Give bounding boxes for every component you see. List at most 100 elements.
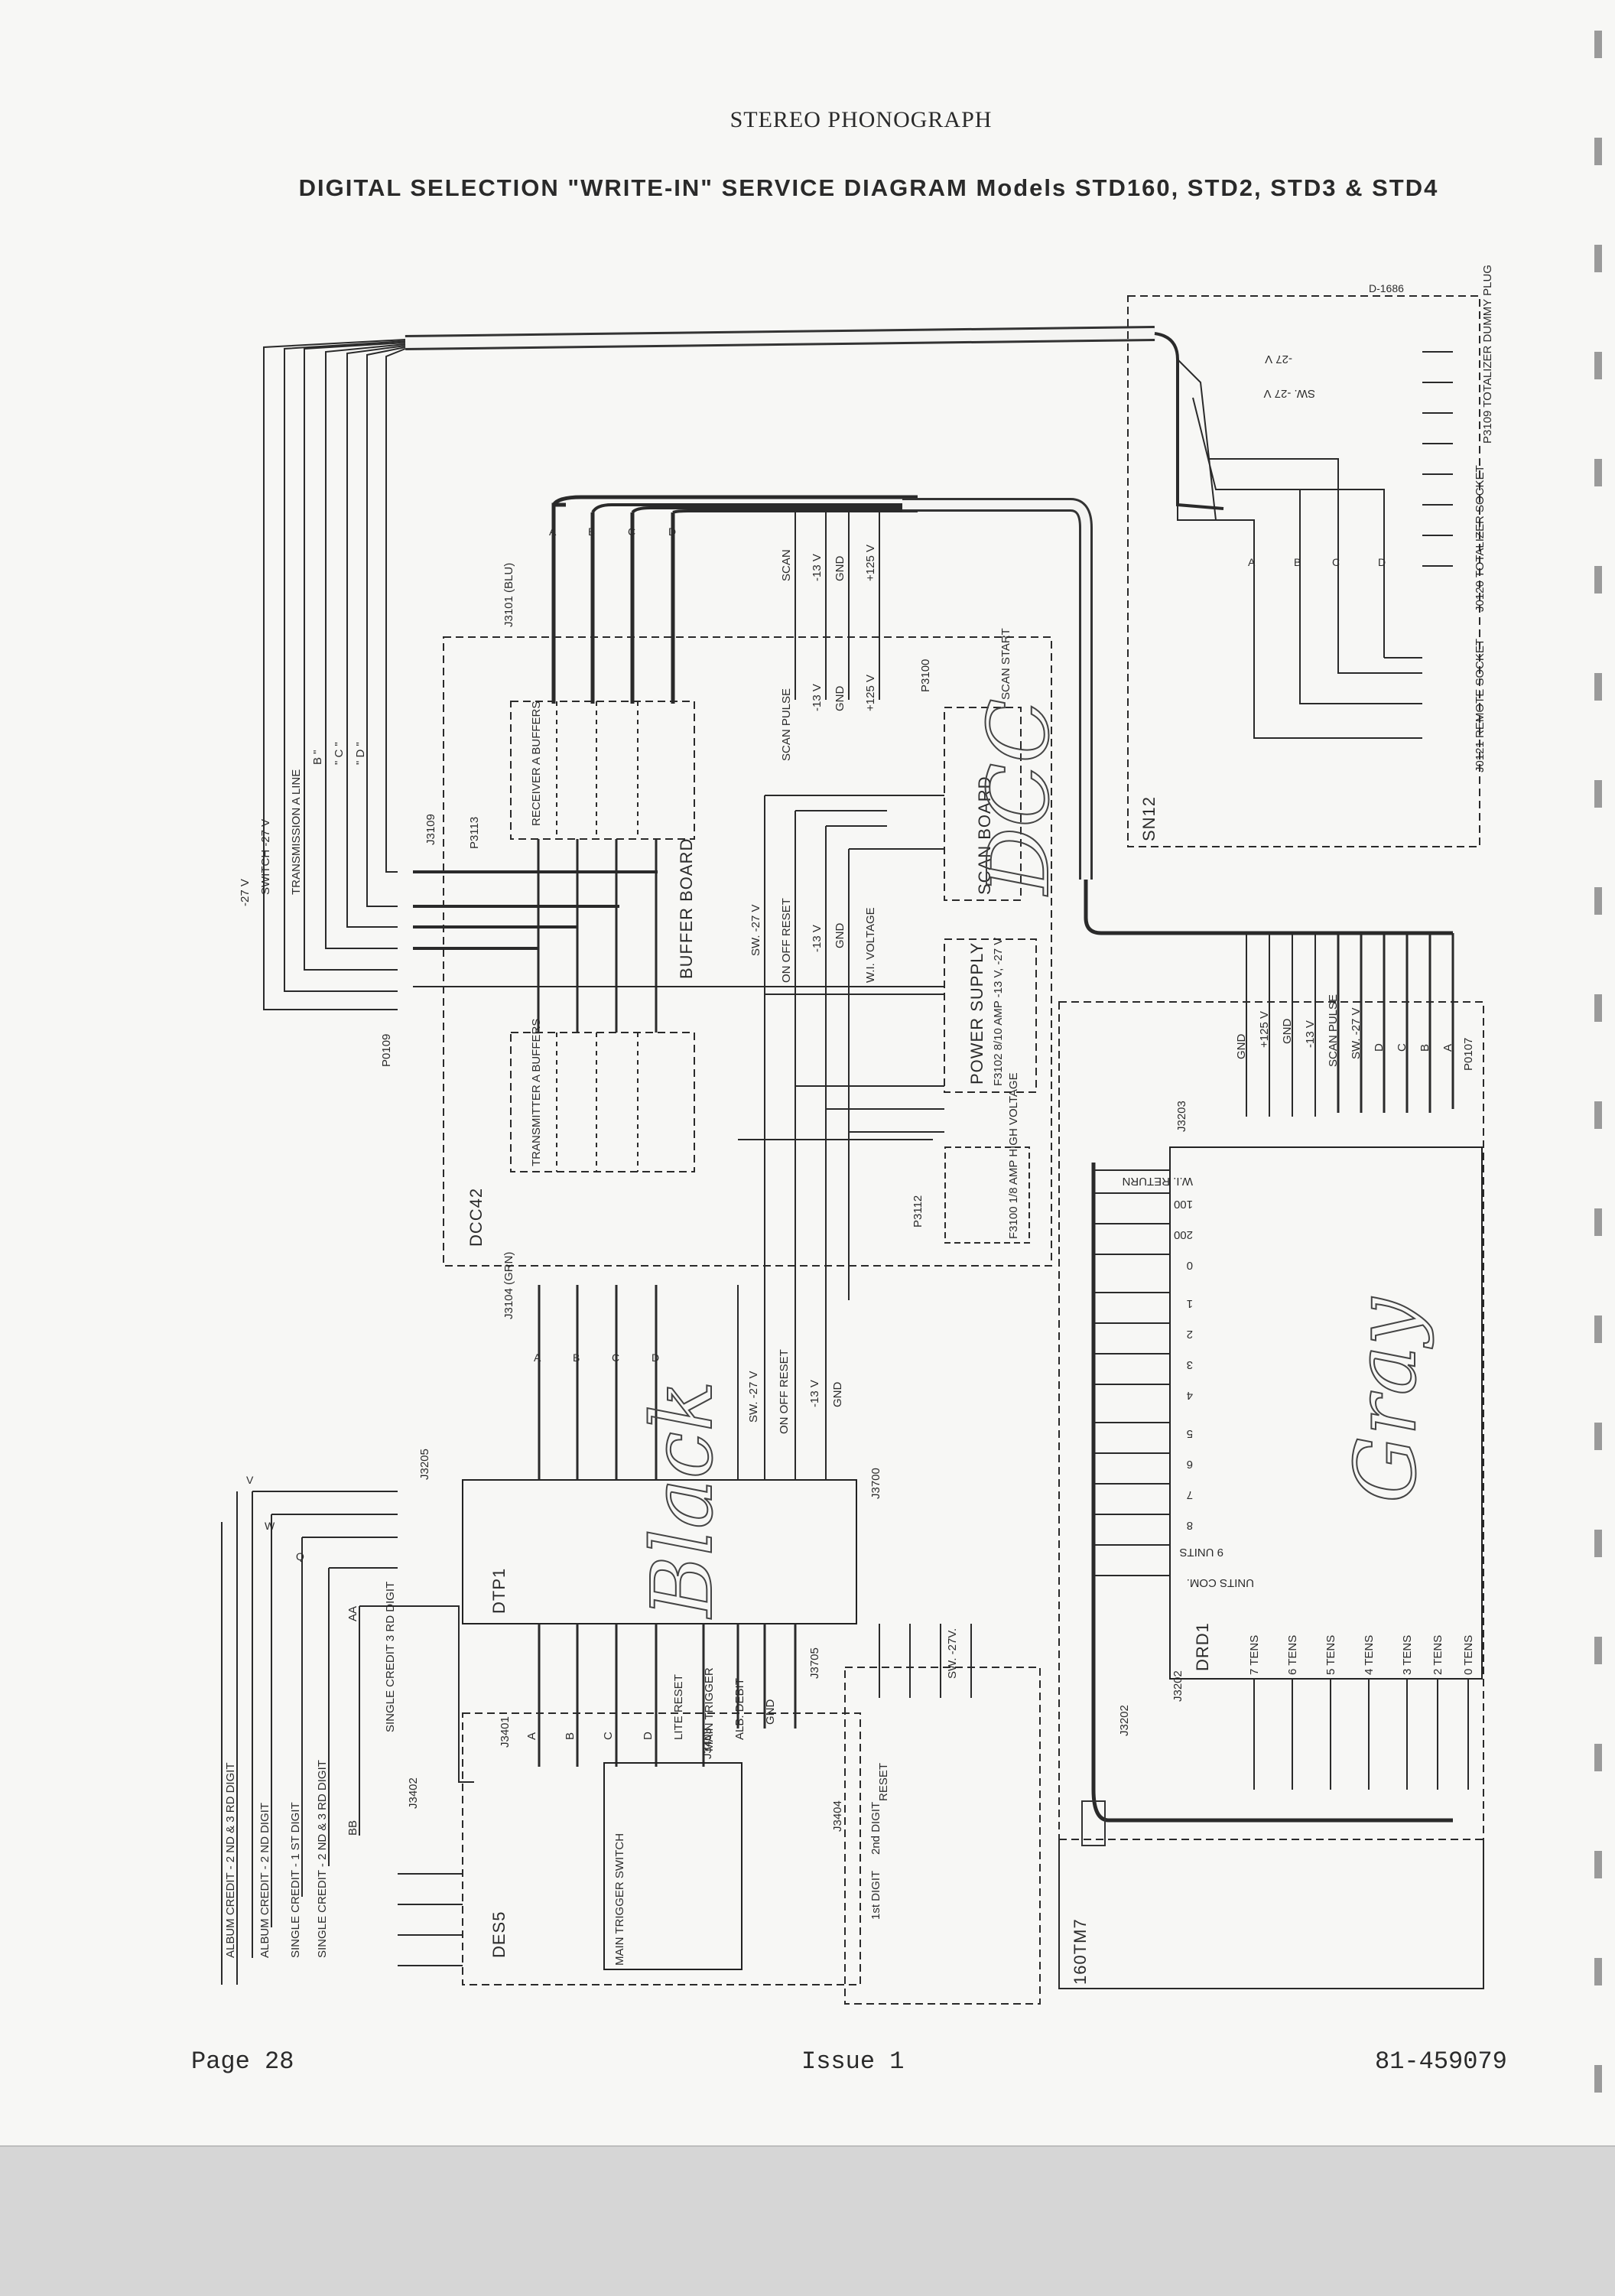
svg-text:5: 5 [1187,1427,1193,1440]
svg-text:UNITS COM.: UNITS COM. [1187,1576,1254,1589]
svg-text:9 UNITS: 9 UNITS [1179,1546,1223,1559]
j3700-signals: SW. -27 V ON OFF RESET -13 V GND [747,1349,844,1434]
j3202-b-label: J3202 [1171,1670,1184,1702]
scan-sig-1: -13 V [811,554,824,581]
p0109-label: P0109 [380,1034,393,1067]
j3101-label: J3101 (BLU) [502,563,515,627]
scanboard-sig-1: -13 V [811,684,824,711]
p3100-label: P3100 [919,659,932,692]
j3203-signals: GND +125 V GND -13 V SCAN PULSE SW. -27 … [1235,994,1454,1067]
svg-text:Q: Q [296,1550,304,1563]
svg-text:-13 V: -13 V [808,1380,821,1407]
svg-text:B: B [564,1732,577,1740]
j3109-label: J3109 [424,814,437,845]
scanboard-sig-0: SCAN PULSE [780,688,793,761]
page-number: Page 28 [191,2047,294,2076]
d1686-label: D-1686 [1369,282,1404,294]
sn12-abcd: A B C D [1248,556,1386,568]
drd1-tens: 7 TENS 6 TENS 5 TENS 4 TENS 3 TENS 2 TEN… [1248,1635,1475,1675]
scan-start-label: SCAN START [999,628,1012,700]
j3202-label: J3202 [1118,1705,1131,1736]
j3101-abcd: A B C D [549,525,676,538]
svg-text:3: 3 [1187,1358,1193,1371]
scan-sig-2: GND [833,556,846,582]
wiring-diagram: DCC42 BUFFER BOARD RECEIVER A BUFFERS TR… [221,265,1494,2005]
svg-text:ALBUM CREDIT - 2 ND DIGIT: ALBUM CREDIT - 2 ND DIGIT [258,1803,271,1958]
des5-credit-lines: ALBUM CREDIT - 2 ND & 3 RD DIGIT ALBUM C… [224,1760,329,1958]
svg-text:6: 6 [1187,1458,1193,1471]
svg-text:1st DIGIT: 1st DIGIT [869,1871,882,1920]
svg-text:D: D [1378,556,1386,568]
power-supply-label: POWER SUPPLY [967,942,986,1085]
switch27-label: SWITCH -27 V [259,819,272,895]
drd1-label: DRD1 [1193,1622,1212,1671]
svg-text:W.I. RETURN: W.I. RETURN [1123,1175,1194,1188]
single-credit-note: SINGLE CREDIT 3 RD DIGIT [384,1582,397,1732]
svg-text:2nd DIGIT: 2nd DIGIT [869,1802,882,1855]
svg-text:ALBUM CREDIT - 2 ND & 3 RD DIG: ALBUM CREDIT - 2 ND & 3 RD DIGIT [224,1762,237,1958]
svg-text:AA: AA [346,1606,359,1621]
scan-sig-0: SCAN [780,549,793,581]
svg-text:ALB. DEBIT: ALB. DEBIT [733,1678,746,1740]
svg-text:C: C [1396,1043,1409,1052]
c-line-label: " C " [333,742,346,765]
issue-label: Issue 1 [801,2047,905,2076]
svg-text:A: A [549,525,557,538]
minus27-label: -27 V [239,879,252,906]
dtp1-box [462,1479,857,1624]
svg-text:SW. -27 V: SW. -27 V [1350,1007,1363,1059]
svg-text:C: C [602,1732,615,1740]
svg-text:SW. -27 V: SW. -27 V [747,1371,760,1423]
svg-text:2: 2 [1187,1328,1193,1341]
svg-text:1: 1 [1187,1297,1193,1310]
svg-text:B: B [1418,1044,1431,1052]
power-sig-2: -13 V [811,925,824,952]
j3104-label: J3104 (GRN) [502,1252,515,1319]
j3401-label: J3401 [499,1716,512,1748]
f3100-label: F3100 1/8 AMP HIGH VOLTAGE [1007,1072,1020,1239]
page-edge-tabs [1594,31,1604,2111]
svg-text:0: 0 [1187,1259,1193,1272]
f3102-label: F3102 8/10 AMP -13 V, -27 V [992,938,1005,1086]
svg-text:A: A [534,1351,541,1364]
document-number: 81-459079 [1375,2047,1507,2076]
svg-text:RESET: RESET [877,1763,890,1801]
svg-text:C: C [612,1351,619,1364]
svg-text:0 TENS: 0 TENS [1462,1635,1475,1675]
svg-text:SCAN PULSE: SCAN PULSE [1327,994,1340,1067]
svg-text:C: C [628,525,635,538]
svg-text:V: V [246,1474,254,1486]
page-title: STEREO PHONOGRAPH [730,107,993,132]
handwriting-gray: Gray [1337,1296,1435,1503]
j3402-label: J3402 [407,1777,420,1809]
dcc42-label: DCC42 [466,1188,486,1247]
svg-text:2 TENS: 2 TENS [1431,1635,1444,1675]
scanboard-sig-3: +125 V [864,675,877,711]
j3203-label: J3203 [1175,1101,1188,1132]
svg-text:A: A [1248,556,1256,568]
dtp1-label: DTP1 [489,1568,509,1614]
svg-text:SINGLE CREDIT - 1 ST DIGIT: SINGLE CREDIT - 1 ST DIGIT [289,1802,302,1958]
reset-block: RESET 2nd DIGIT 1st DIGIT SW. -27V. [869,1628,959,1920]
p3113-label: P3113 [468,817,481,849]
svg-text:B: B [573,1351,580,1364]
svg-text:W: W [265,1520,275,1532]
j3705-label: J3705 [808,1647,821,1679]
svg-text:C: C [1332,556,1340,568]
p3112-label: P3112 [911,1195,924,1228]
j3104-abcd: A B C D [534,1351,659,1364]
d-line-label: " D " [354,742,367,765]
b-line-label: B " [311,750,324,766]
svg-text:ON OFF RESET: ON OFF RESET [778,1349,791,1434]
svg-text:B: B [588,525,595,538]
t160tm7-label: 160TM7 [1071,1918,1090,1985]
svg-text:B: B [1294,556,1301,568]
svg-text:7: 7 [1187,1488,1193,1501]
sn12-label: SN12 [1139,796,1158,841]
p0107-label: P0107 [1462,1038,1475,1071]
svg-text:6 TENS: 6 TENS [1286,1635,1299,1675]
svg-text:+125 V: +125 V [1258,1011,1271,1048]
receiver-buffers-label: RECEIVER A BUFFERS [530,701,543,826]
drd1-box [1169,1146,1483,1680]
svg-text:7 TENS: 7 TENS [1248,1635,1261,1675]
